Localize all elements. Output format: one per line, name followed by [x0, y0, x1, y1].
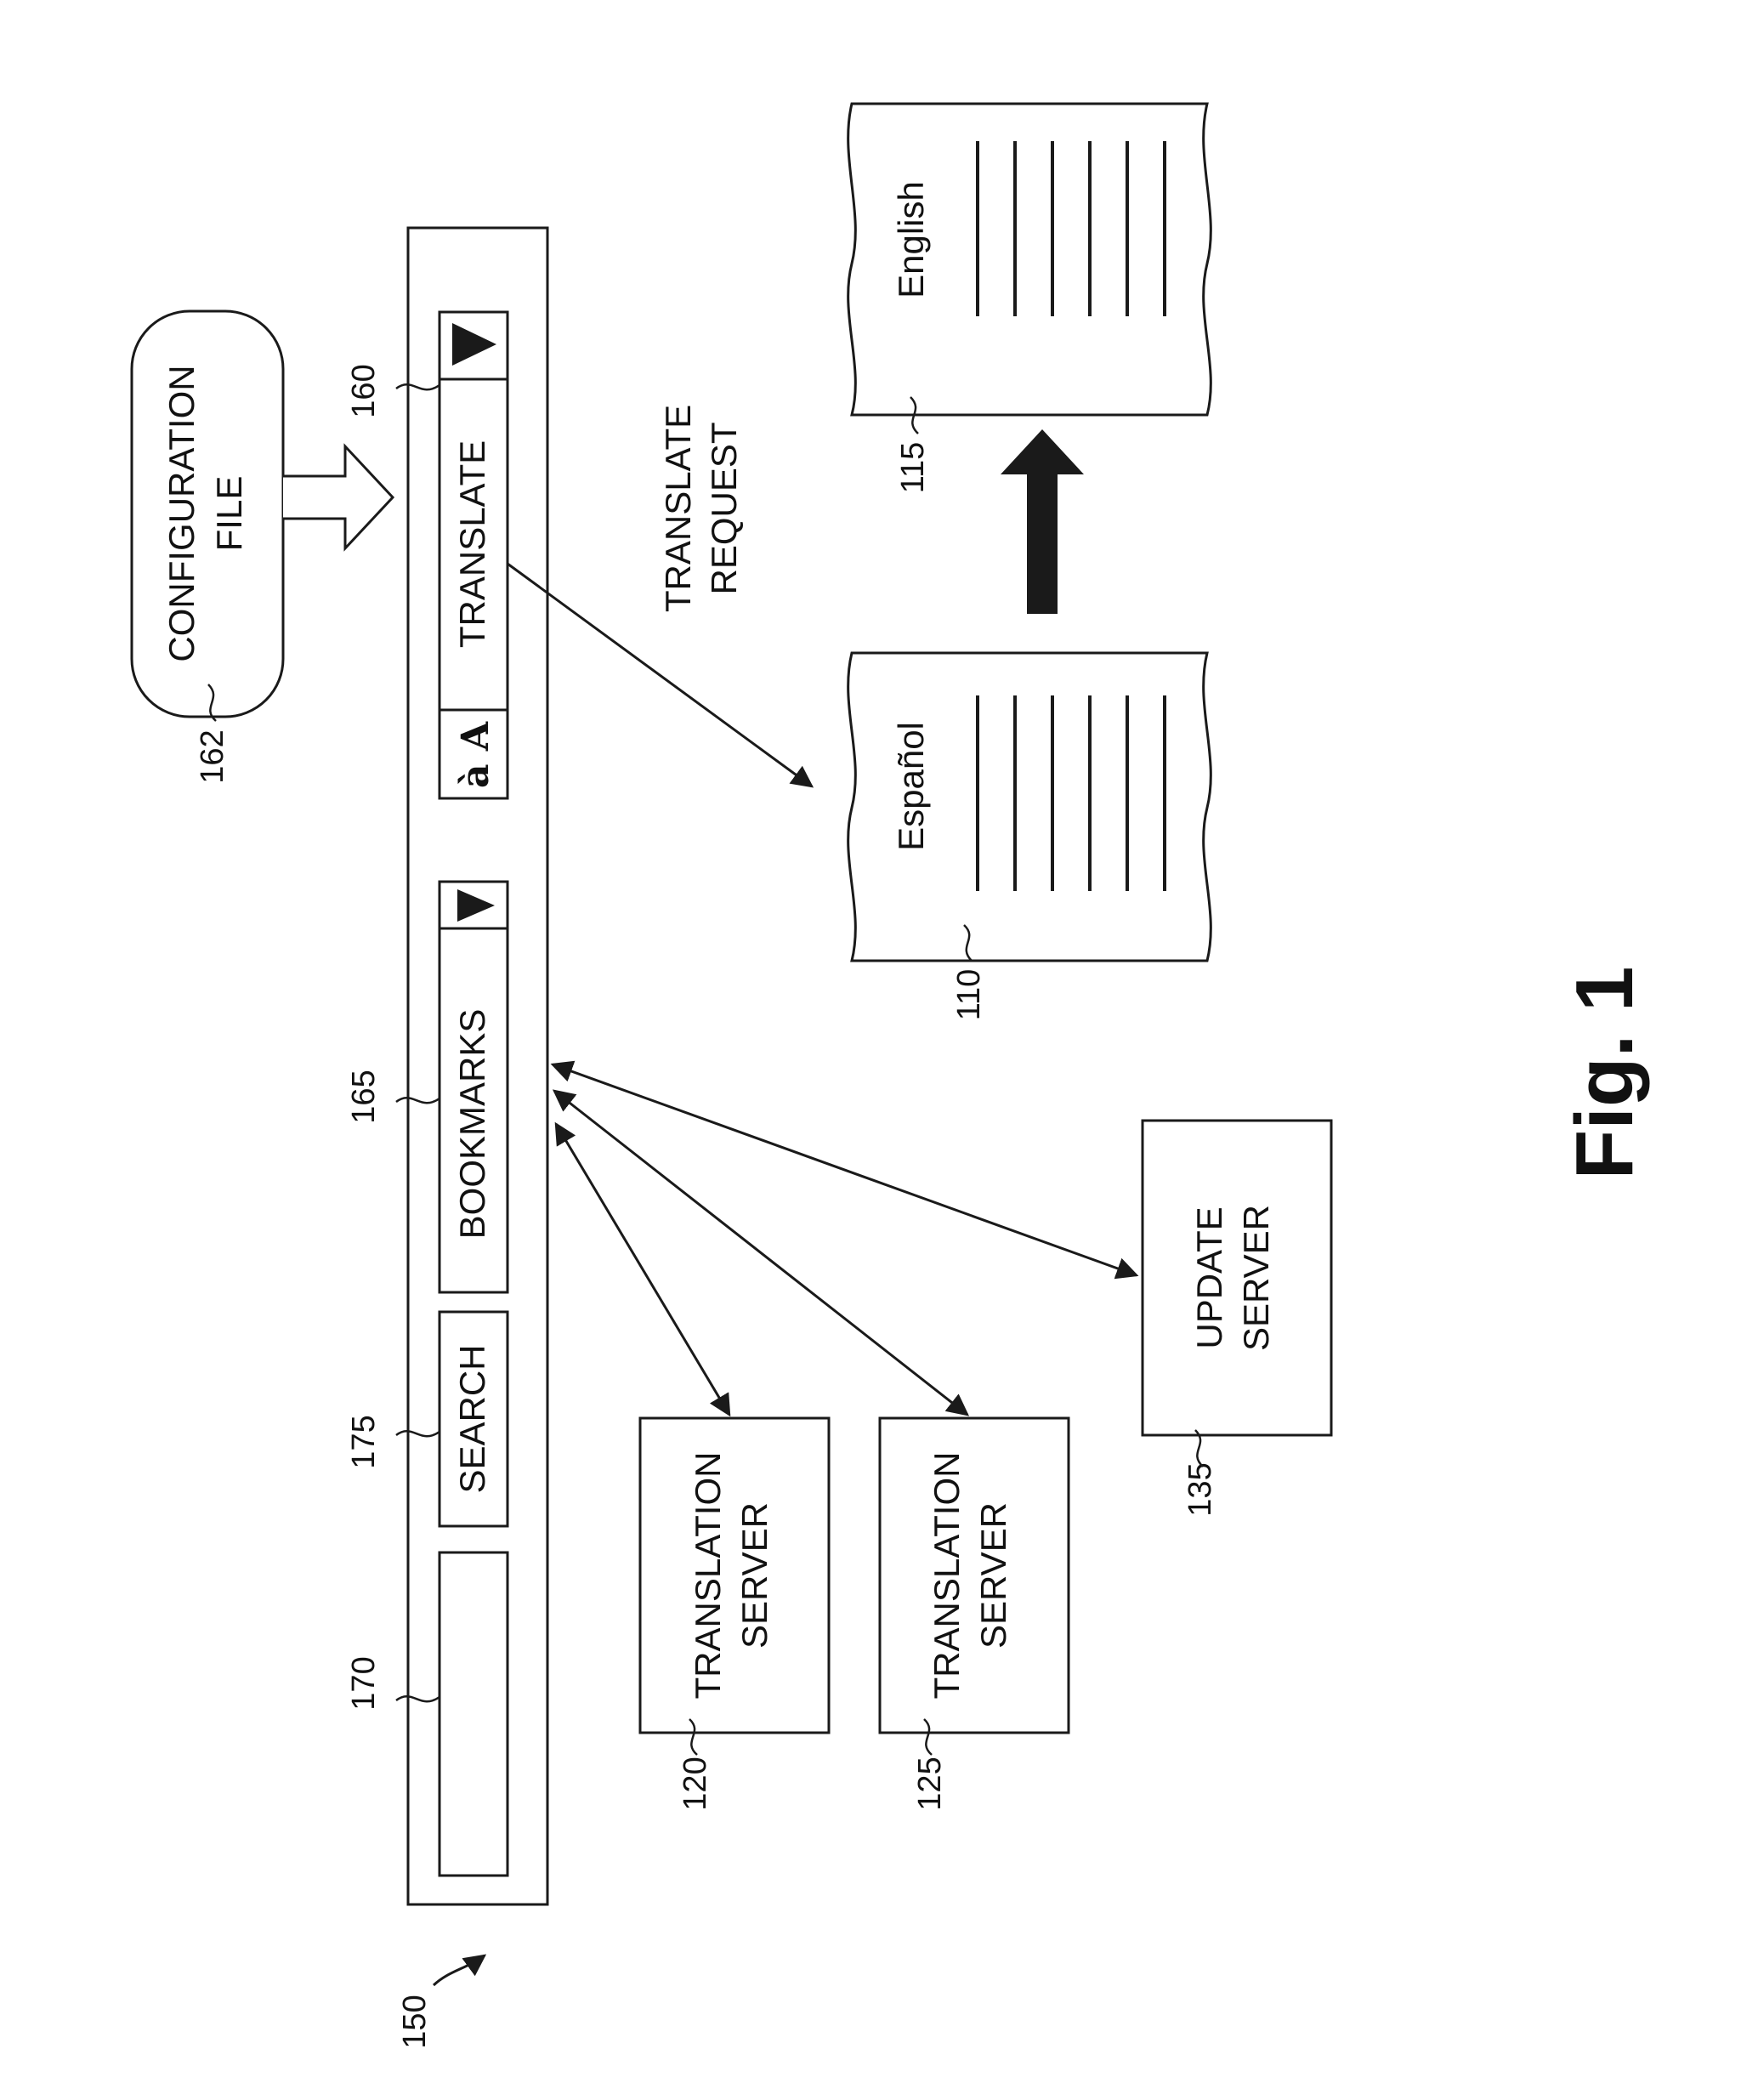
search-label: SEARCH	[452, 1344, 492, 1493]
ref-115: 115	[895, 442, 931, 494]
translate-icon-text: à A	[454, 721, 497, 788]
document-espanol-label: Español	[891, 722, 931, 851]
bookmarks-label: BOOKMARKS	[452, 1009, 492, 1240]
ref-135: 135	[1182, 1462, 1218, 1516]
translation-server-1-line2: SERVER	[734, 1502, 774, 1649]
translate-request-line1: TRANSLATE	[658, 405, 698, 612]
configuration-file-box	[132, 311, 283, 717]
translate-label: TRANSLATE	[452, 440, 492, 648]
translation-server-2-line2: SERVER	[973, 1502, 1013, 1649]
document-english: English	[848, 104, 1211, 415]
translate-request-line2: REQUEST	[704, 422, 744, 594]
configuration-file: CONFIGURATION FILE	[132, 311, 283, 717]
update-server-line1: UPDATE	[1189, 1206, 1229, 1348]
configuration-file-line1: CONFIGURATION	[162, 365, 201, 661]
ref-170: 170	[346, 1656, 382, 1710]
translation-server-1-line1: TRANSLATION	[688, 1452, 728, 1700]
figure-caption: Fig. 1	[1559, 967, 1650, 1180]
connector-translation-server-1	[556, 1124, 729, 1415]
ref-110: 110	[951, 969, 987, 1021]
translation-server-2-line1: TRANSLATION	[927, 1452, 967, 1700]
configuration-file-line2: FILE	[209, 476, 249, 552]
ref-160: 160	[346, 364, 382, 417]
ref-175: 175	[346, 1415, 382, 1468]
config-to-toolbar-arrow	[283, 446, 393, 548]
blank-input-field[interactable]	[440, 1552, 508, 1876]
translation-result-arrow	[1001, 429, 1084, 614]
ref-162: 162	[195, 729, 230, 783]
document-espanol: Español	[848, 653, 1211, 961]
update-server-line2: SERVER	[1236, 1205, 1276, 1351]
update-server: UPDATE SERVER	[1143, 1121, 1331, 1435]
ref-125: 125	[912, 1757, 948, 1810]
ref-150: 150	[397, 1995, 433, 2048]
server-connectors	[553, 1064, 1137, 1415]
connector-update-server	[553, 1064, 1137, 1275]
document-english-label: English	[891, 181, 931, 298]
translation-server-2: TRANSLATION SERVER	[880, 1418, 1069, 1733]
translation-server-1: TRANSLATION SERVER	[640, 1418, 829, 1733]
toolbar: SEARCH BOOKMARKS TRANSLATE à A	[408, 228, 547, 1904]
ref-120: 120	[678, 1757, 713, 1810]
ref-165: 165	[346, 1070, 382, 1123]
